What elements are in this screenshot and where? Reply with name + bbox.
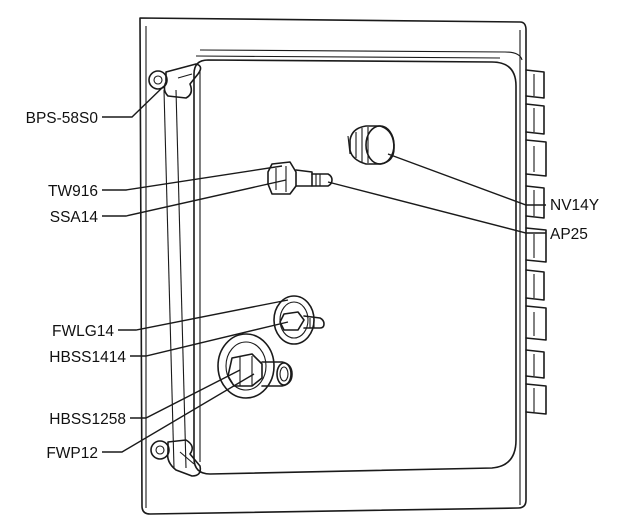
label-tw: TW916 — [48, 183, 98, 200]
top-hinge-latch — [148, 63, 202, 99]
leader-fwp — [102, 373, 255, 453]
leader-lines — [102, 85, 546, 453]
leader-ap — [327, 181, 546, 234]
label-ap: AP25 — [550, 226, 588, 243]
label-bps: BPS-58S0 — [26, 110, 99, 127]
bottom-hinge-latch — [150, 439, 202, 477]
label-fwlg: FWLG14 — [52, 323, 114, 340]
vent-knob — [347, 125, 395, 165]
leader-tw — [102, 165, 283, 191]
right-latches — [525, 69, 547, 415]
labels: BPS-58S0 TW916 SSA14 FWLG14 HBSS1414 HBS… — [26, 110, 600, 462]
label-ssa: SSA14 — [50, 209, 99, 226]
label-hbss1414: HBSS1414 — [49, 349, 126, 366]
label-fwp: FWP12 — [46, 445, 98, 462]
leader-fwlg — [118, 299, 289, 331]
enclosure-frame — [139, 17, 527, 515]
leader-bps — [102, 85, 165, 118]
hbss-fwp-fitting — [217, 333, 293, 399]
leader-hbss1414 — [130, 321, 289, 357]
label-nv: NV14Y — [550, 197, 599, 214]
door-panel — [193, 59, 517, 475]
leader-ssa — [102, 179, 287, 217]
leader-nv — [387, 153, 546, 206]
hinge-rod — [163, 89, 187, 469]
leader-hbss1258 — [130, 369, 241, 419]
label-hbss1258: HBSS1258 — [49, 411, 126, 428]
tw-ssa-fitting — [267, 161, 333, 195]
fwlg-fitting — [273, 295, 325, 345]
